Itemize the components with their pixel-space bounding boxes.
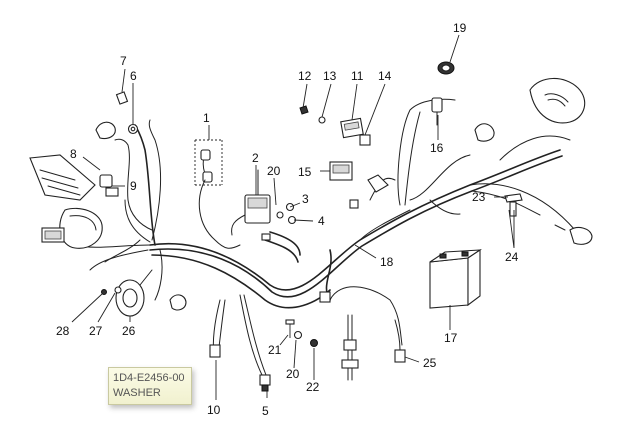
bolt-part-27-28[interactable] [101, 286, 122, 295]
callout-25[interactable]: 25 [423, 356, 437, 370]
switch-part-10[interactable] [209, 299, 226, 358]
callout-24[interactable]: 24 [505, 250, 519, 264]
callout-19[interactable]: 19 [453, 21, 467, 35]
horn-part-26[interactable] [115, 269, 153, 317]
bracket-part-23[interactable] [504, 193, 523, 217]
turn-signal-right[interactable] [474, 123, 495, 142]
connector-block-left[interactable] [41, 227, 65, 243]
leader-lines [71, 34, 515, 400]
main-wire-harness[interactable] [149, 98, 576, 346]
sensor-rod[interactable] [341, 314, 359, 381]
relay-part-14[interactable] [359, 134, 371, 146]
callout-9[interactable]: 9 [130, 179, 137, 193]
callout-23[interactable]: 23 [472, 190, 486, 204]
callout-labels: 1 2 3 4 5 6 7 8 9 10 11 12 13 14 15 16 1… [56, 21, 519, 418]
turn-signal-left[interactable] [95, 121, 116, 140]
bolts-part-3-4[interactable] [276, 202, 297, 225]
callout-10[interactable]: 10 [207, 403, 221, 417]
callout-16[interactable]: 16 [430, 141, 444, 155]
relay-part-15[interactable] [329, 161, 353, 181]
socket-part-16[interactable] [431, 97, 443, 126]
plug-part-25[interactable] [394, 319, 406, 363]
nut-part-22[interactable] [310, 339, 318, 347]
callout-27[interactable]: 27 [89, 324, 103, 338]
callout-22[interactable]: 22 [306, 380, 320, 394]
washer-part-20[interactable] [293, 330, 303, 340]
callout-7[interactable]: 7 [120, 54, 127, 68]
callout-26[interactable]: 26 [122, 324, 136, 338]
callout-11[interactable]: 11 [351, 69, 364, 83]
rear-signal-part-24[interactable] [554, 224, 593, 245]
callout-20-top[interactable]: 20 [267, 164, 281, 178]
callout-3[interactable]: 3 [302, 192, 309, 206]
part-tooltip: 1D4-E2456-00 WASHER [108, 367, 192, 405]
callout-6[interactable]: 6 [130, 69, 137, 83]
callout-4[interactable]: 4 [318, 214, 325, 228]
callout-5[interactable]: 5 [262, 404, 269, 418]
callout-18[interactable]: 18 [380, 255, 394, 269]
tooltip-part-name: WASHER [113, 387, 161, 399]
callout-2[interactable]: 2 [252, 151, 259, 165]
sensor-part-5[interactable] [239, 294, 271, 392]
connector-part-9[interactable] [105, 187, 119, 197]
callout-8[interactable]: 8 [70, 147, 77, 161]
callout-12[interactable]: 12 [298, 69, 312, 83]
headlight-right[interactable] [529, 77, 586, 124]
callout-14[interactable]: 14 [378, 69, 392, 83]
relay-part-11[interactable] [340, 117, 364, 139]
turn-signal-lower[interactable] [169, 294, 187, 311]
bolt-part-21[interactable] [285, 319, 295, 338]
callout-17[interactable]: 17 [444, 331, 458, 345]
handlebar-switch-part-8[interactable] [29, 154, 113, 201]
ignition-coil-part-2[interactable] [231, 169, 271, 236]
switch-part-6-7[interactable] [115, 91, 139, 135]
callout-28[interactable]: 28 [56, 324, 70, 338]
callout-21[interactable]: 21 [268, 343, 282, 357]
tooltip-part-number: 1D4-E2456-00 [113, 372, 185, 384]
callout-15[interactable]: 15 [298, 165, 312, 179]
callout-13[interactable]: 13 [323, 69, 337, 83]
grommet-part-19[interactable] [437, 61, 455, 75]
lead-wire-part-1[interactable] [194, 139, 241, 249]
headlight-left[interactable] [59, 207, 103, 249]
left-branch-wires [74, 119, 163, 301]
callout-20-bottom[interactable]: 20 [286, 367, 300, 381]
coil-wires [261, 231, 301, 263]
battery-part-17[interactable] [429, 248, 482, 309]
callout-1[interactable]: 1 [203, 111, 210, 125]
bolt-part-12-13[interactable] [299, 105, 326, 124]
connector-rear[interactable] [319, 174, 389, 303]
